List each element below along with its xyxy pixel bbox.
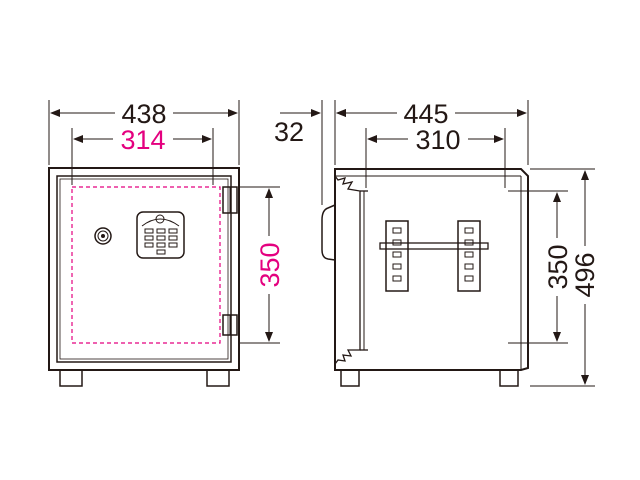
keypad-icon <box>136 211 185 259</box>
dim-front-inner-height: 350 <box>240 186 285 344</box>
shelf-board <box>379 242 489 250</box>
hinge-bottom <box>222 314 238 336</box>
dim-label-310: 310 <box>415 125 460 155</box>
dim-label-314: 314 <box>120 125 165 155</box>
side-foot-right <box>499 369 519 387</box>
dim-side-inner-depth: 310 <box>365 125 506 188</box>
front-view: 438 314 350 <box>48 98 285 387</box>
shelf-rail-right <box>457 220 481 292</box>
dim-label-496: 496 <box>570 252 600 297</box>
side-handle <box>321 204 336 261</box>
front-outer-body <box>48 167 240 371</box>
front-door-edge <box>59 178 229 360</box>
dim-side-inner-height: 350 <box>508 190 573 344</box>
side-foot-left <box>340 369 360 387</box>
dim-label-32: 32 <box>274 117 304 147</box>
dim-front-outer-width: 438 <box>48 98 240 165</box>
dim-label-438: 438 <box>121 99 166 129</box>
hinge-top <box>222 186 238 214</box>
front-foot-right <box>206 369 230 387</box>
dim-label-445: 445 <box>403 99 448 129</box>
dim-label-350-side: 350 <box>543 244 573 289</box>
dim-side-outer-height: 496 <box>530 168 600 387</box>
door-profile <box>334 175 368 365</box>
front-door-panel <box>56 175 232 363</box>
key-lock-icon <box>94 227 112 245</box>
side-view: 32 445 310 350 <box>274 98 600 387</box>
side-outer-body <box>334 168 529 371</box>
dim-front-inner-width: 314 <box>71 125 214 185</box>
shelf-rail-left <box>385 220 409 292</box>
dim-label-350-front: 350 <box>255 242 285 287</box>
dim-side-outer-depth: 445 <box>336 98 529 165</box>
dim-handle-depth: 32 <box>274 100 350 205</box>
front-inner-opening <box>71 186 221 344</box>
front-foot-left <box>59 369 83 387</box>
